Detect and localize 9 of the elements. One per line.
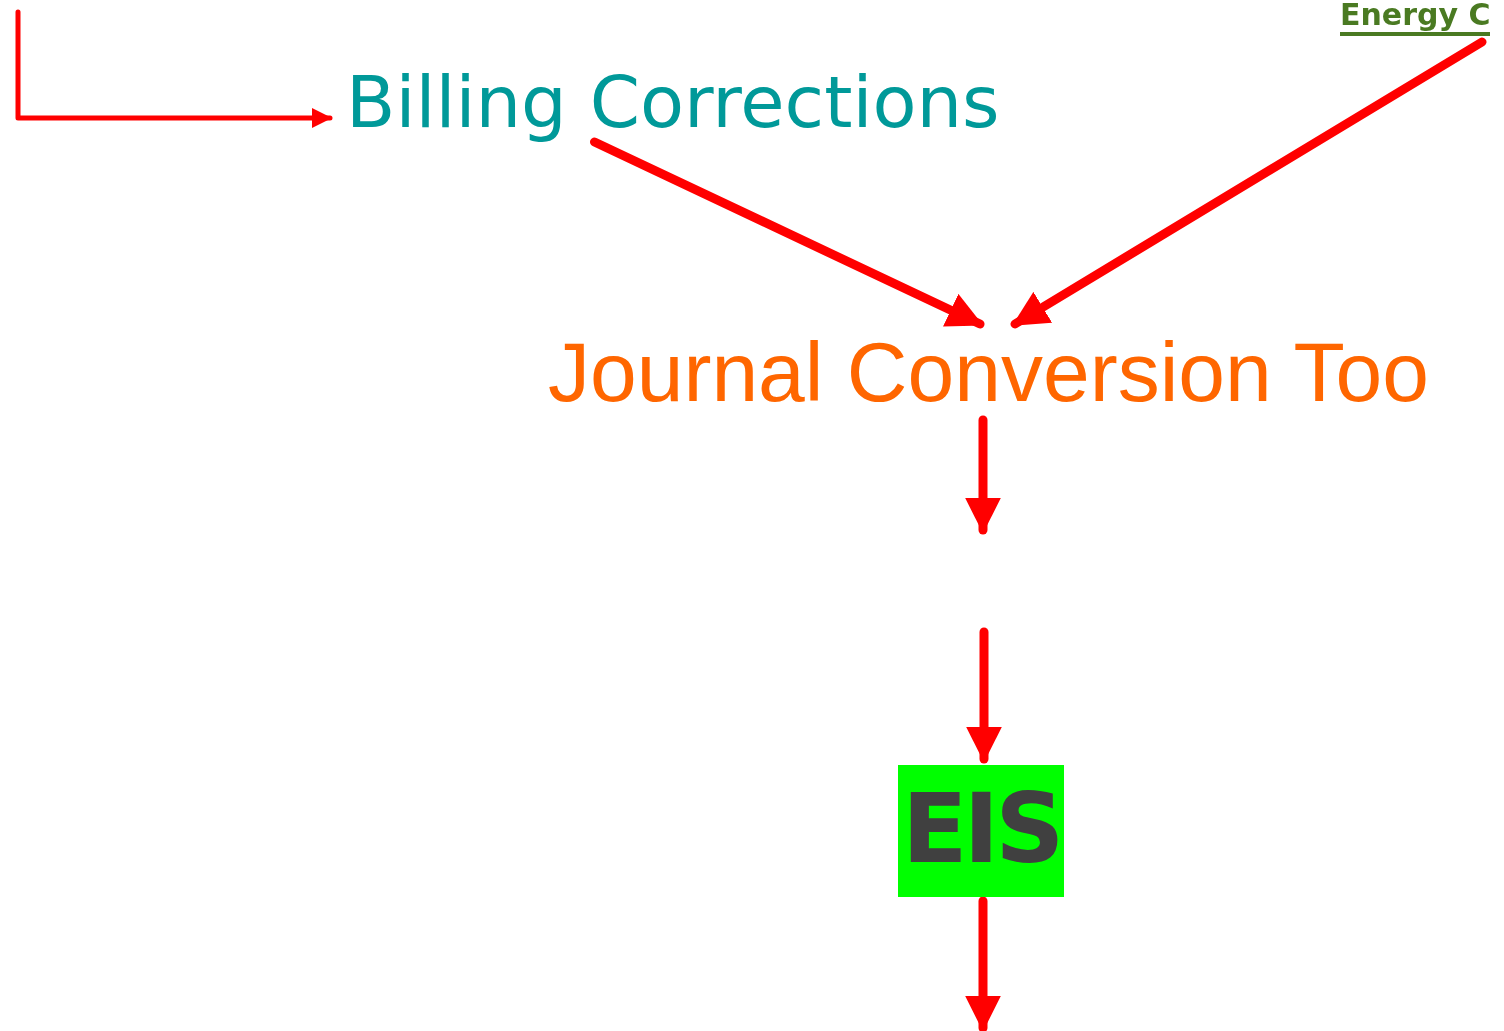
system-box: EIS	[898, 765, 1065, 897]
arrow	[965, 896, 1001, 1031]
heading-label: Energy C	[1340, 0, 1491, 36]
arrow	[966, 627, 1002, 764]
arrow	[590, 137, 985, 329]
arrow	[965, 415, 1001, 535]
arrow	[15, 9, 333, 128]
flow-label: Journal Conversion Too	[548, 330, 1429, 414]
arrow	[1010, 37, 1487, 329]
